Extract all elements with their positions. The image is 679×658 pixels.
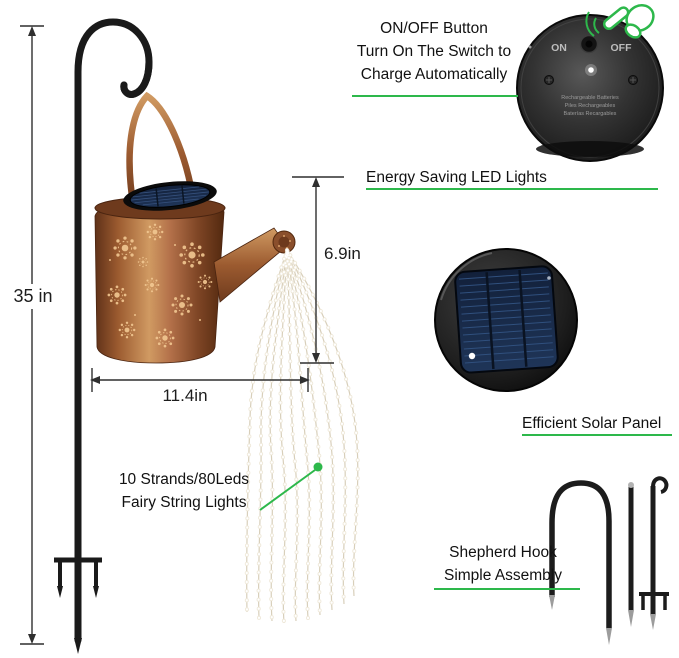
hook-annotation: Shepherd Hook Simple Assembly <box>430 541 576 587</box>
screw-icon <box>544 75 554 85</box>
hook-parts <box>549 476 669 645</box>
onoff-annotation: ON/OFF Button Turn On The Switch to Char… <box>346 17 522 86</box>
onoff-annotation-line2: Turn On The Switch to <box>356 43 512 60</box>
led-light <box>588 67 594 73</box>
can-solar-lid <box>123 181 217 211</box>
onoff-annotation-line3: Charge Automatically <box>360 66 508 83</box>
width-dimension-label: 11.4in <box>162 386 208 405</box>
hook-ground-spike <box>74 638 82 654</box>
strands-annotation-line2: Fairy String Lights <box>121 494 247 511</box>
watering-can <box>94 58 296 364</box>
hook-annotation-line1: Shepherd Hook <box>449 544 557 561</box>
can-handle <box>126 91 198 214</box>
drop-dimension-label: 6.9in <box>324 244 361 263</box>
fairy-string-lights <box>244 248 360 625</box>
can-floral-pattern <box>107 223 213 348</box>
hook-part-curve <box>549 480 612 628</box>
dimension-width-114in <box>90 368 310 392</box>
disc-fineprint: Rechargeable Batteries <box>561 95 619 101</box>
dimension-drop-69in <box>292 176 344 364</box>
annotation-lines <box>259 95 672 590</box>
hand-cursor-icon <box>585 4 655 39</box>
off-label: OFF <box>611 42 633 54</box>
on-label: ON <box>551 42 567 54</box>
disc-fineprint: Piles Rechargeables <box>565 103 616 109</box>
screw-icon <box>628 75 638 85</box>
disc-fineprint: Baterías Recargables <box>564 111 617 117</box>
solar-panel-disc <box>434 248 578 392</box>
height-dimension-label: 35 in <box>8 284 58 309</box>
solar-panel-cells <box>454 265 559 374</box>
strand-pointer-dot <box>313 462 323 472</box>
onoff-disc: ON OFF Rechargeable Batteries Piles Rech… <box>516 14 664 162</box>
solar-annotation: Efficient Solar Panel <box>522 415 662 432</box>
hook-annotation-line2: Simple Assembly <box>443 567 562 584</box>
strands-annotation-line1: 10 Strands/80Leds <box>118 471 250 488</box>
dimension-height-35in <box>20 25 44 645</box>
can-spout-head <box>272 230 296 254</box>
onoff-annotation-line1: ON/OFF Button <box>380 20 488 37</box>
led-annotation: Energy Saving LED Lights <box>366 169 547 186</box>
strands-annotation: 10 Strands/80Leds Fairy String Lights <box>106 468 262 514</box>
